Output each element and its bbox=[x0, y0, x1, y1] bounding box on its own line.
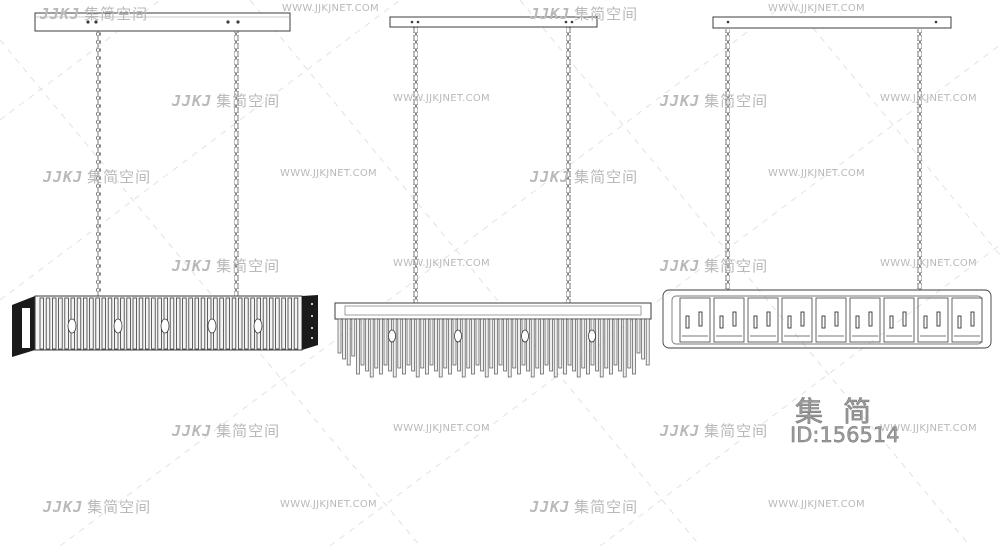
watermark-url: WWW.JJKJNET.COM bbox=[880, 423, 977, 434]
bulbs-center bbox=[388, 329, 596, 343]
watermark-url: WWW.JJKJNET.COM bbox=[280, 168, 377, 179]
watermark-url: WWW.JJKJNET.COM bbox=[880, 93, 977, 104]
glass-frame-right bbox=[662, 289, 992, 349]
bulbs-left bbox=[67, 318, 263, 334]
crystal-box-left bbox=[12, 295, 318, 357]
watermark-url: WWW.JJKJNET.COM bbox=[280, 499, 377, 510]
stamp-brand: 集简 bbox=[795, 395, 892, 429]
canopy-plate-left bbox=[34, 12, 291, 32]
chandelier-left bbox=[12, 12, 318, 357]
canopy-plate-right bbox=[712, 16, 952, 29]
watermark-url: WWW.JJKJNET.COM bbox=[282, 3, 379, 14]
chandelier-right bbox=[662, 16, 992, 349]
stamp-id-label: ID:156514 bbox=[790, 423, 900, 448]
watermark-url: WWW.JJKJNET.COM bbox=[768, 499, 865, 510]
chain-left bbox=[96, 31, 239, 296]
chandelier-center bbox=[334, 16, 652, 378]
chain-center bbox=[413, 27, 571, 305]
canopy-plate-center bbox=[389, 16, 598, 28]
chain-right bbox=[725, 28, 922, 290]
watermark-url: WWW.JJKJNET.COM bbox=[880, 258, 977, 269]
watermark-url: WWW.JJKJNET.COM bbox=[768, 3, 865, 14]
watermark-url: WWW.JJKJNET.COM bbox=[393, 423, 490, 434]
watermark-url: WWW.JJKJNET.COM bbox=[768, 168, 865, 179]
watermark-url: WWW.JJKJNET.COM bbox=[393, 258, 490, 269]
crystal-tray-center bbox=[334, 302, 652, 378]
watermark-url: WWW.JJKJNET.COM bbox=[393, 93, 490, 104]
